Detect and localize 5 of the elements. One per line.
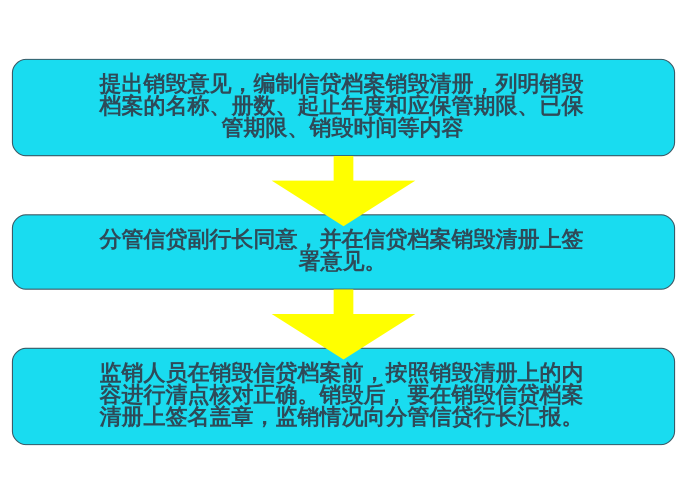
node-box: 监销人员在销毁信贷档案前，按照销毁清册上的内容进行清点核对正确。销毁后，要在销毁信贷档案清册上签名盖章，监销情况向分管信贷行长汇报。 (12, 348, 676, 446)
arrow (272, 156, 416, 226)
node-box: 分管信贷副行长同意，并在信贷档案销毁清册上签署意见。 (12, 214, 676, 290)
arrow (272, 289, 416, 360)
node-box: 提出销毁意见，编制信贷档案销毁清册，列明销毁档案的名称、册数、起止年度和应保管期限、已保管期限、销毁时间等内容 (12, 58, 676, 156)
